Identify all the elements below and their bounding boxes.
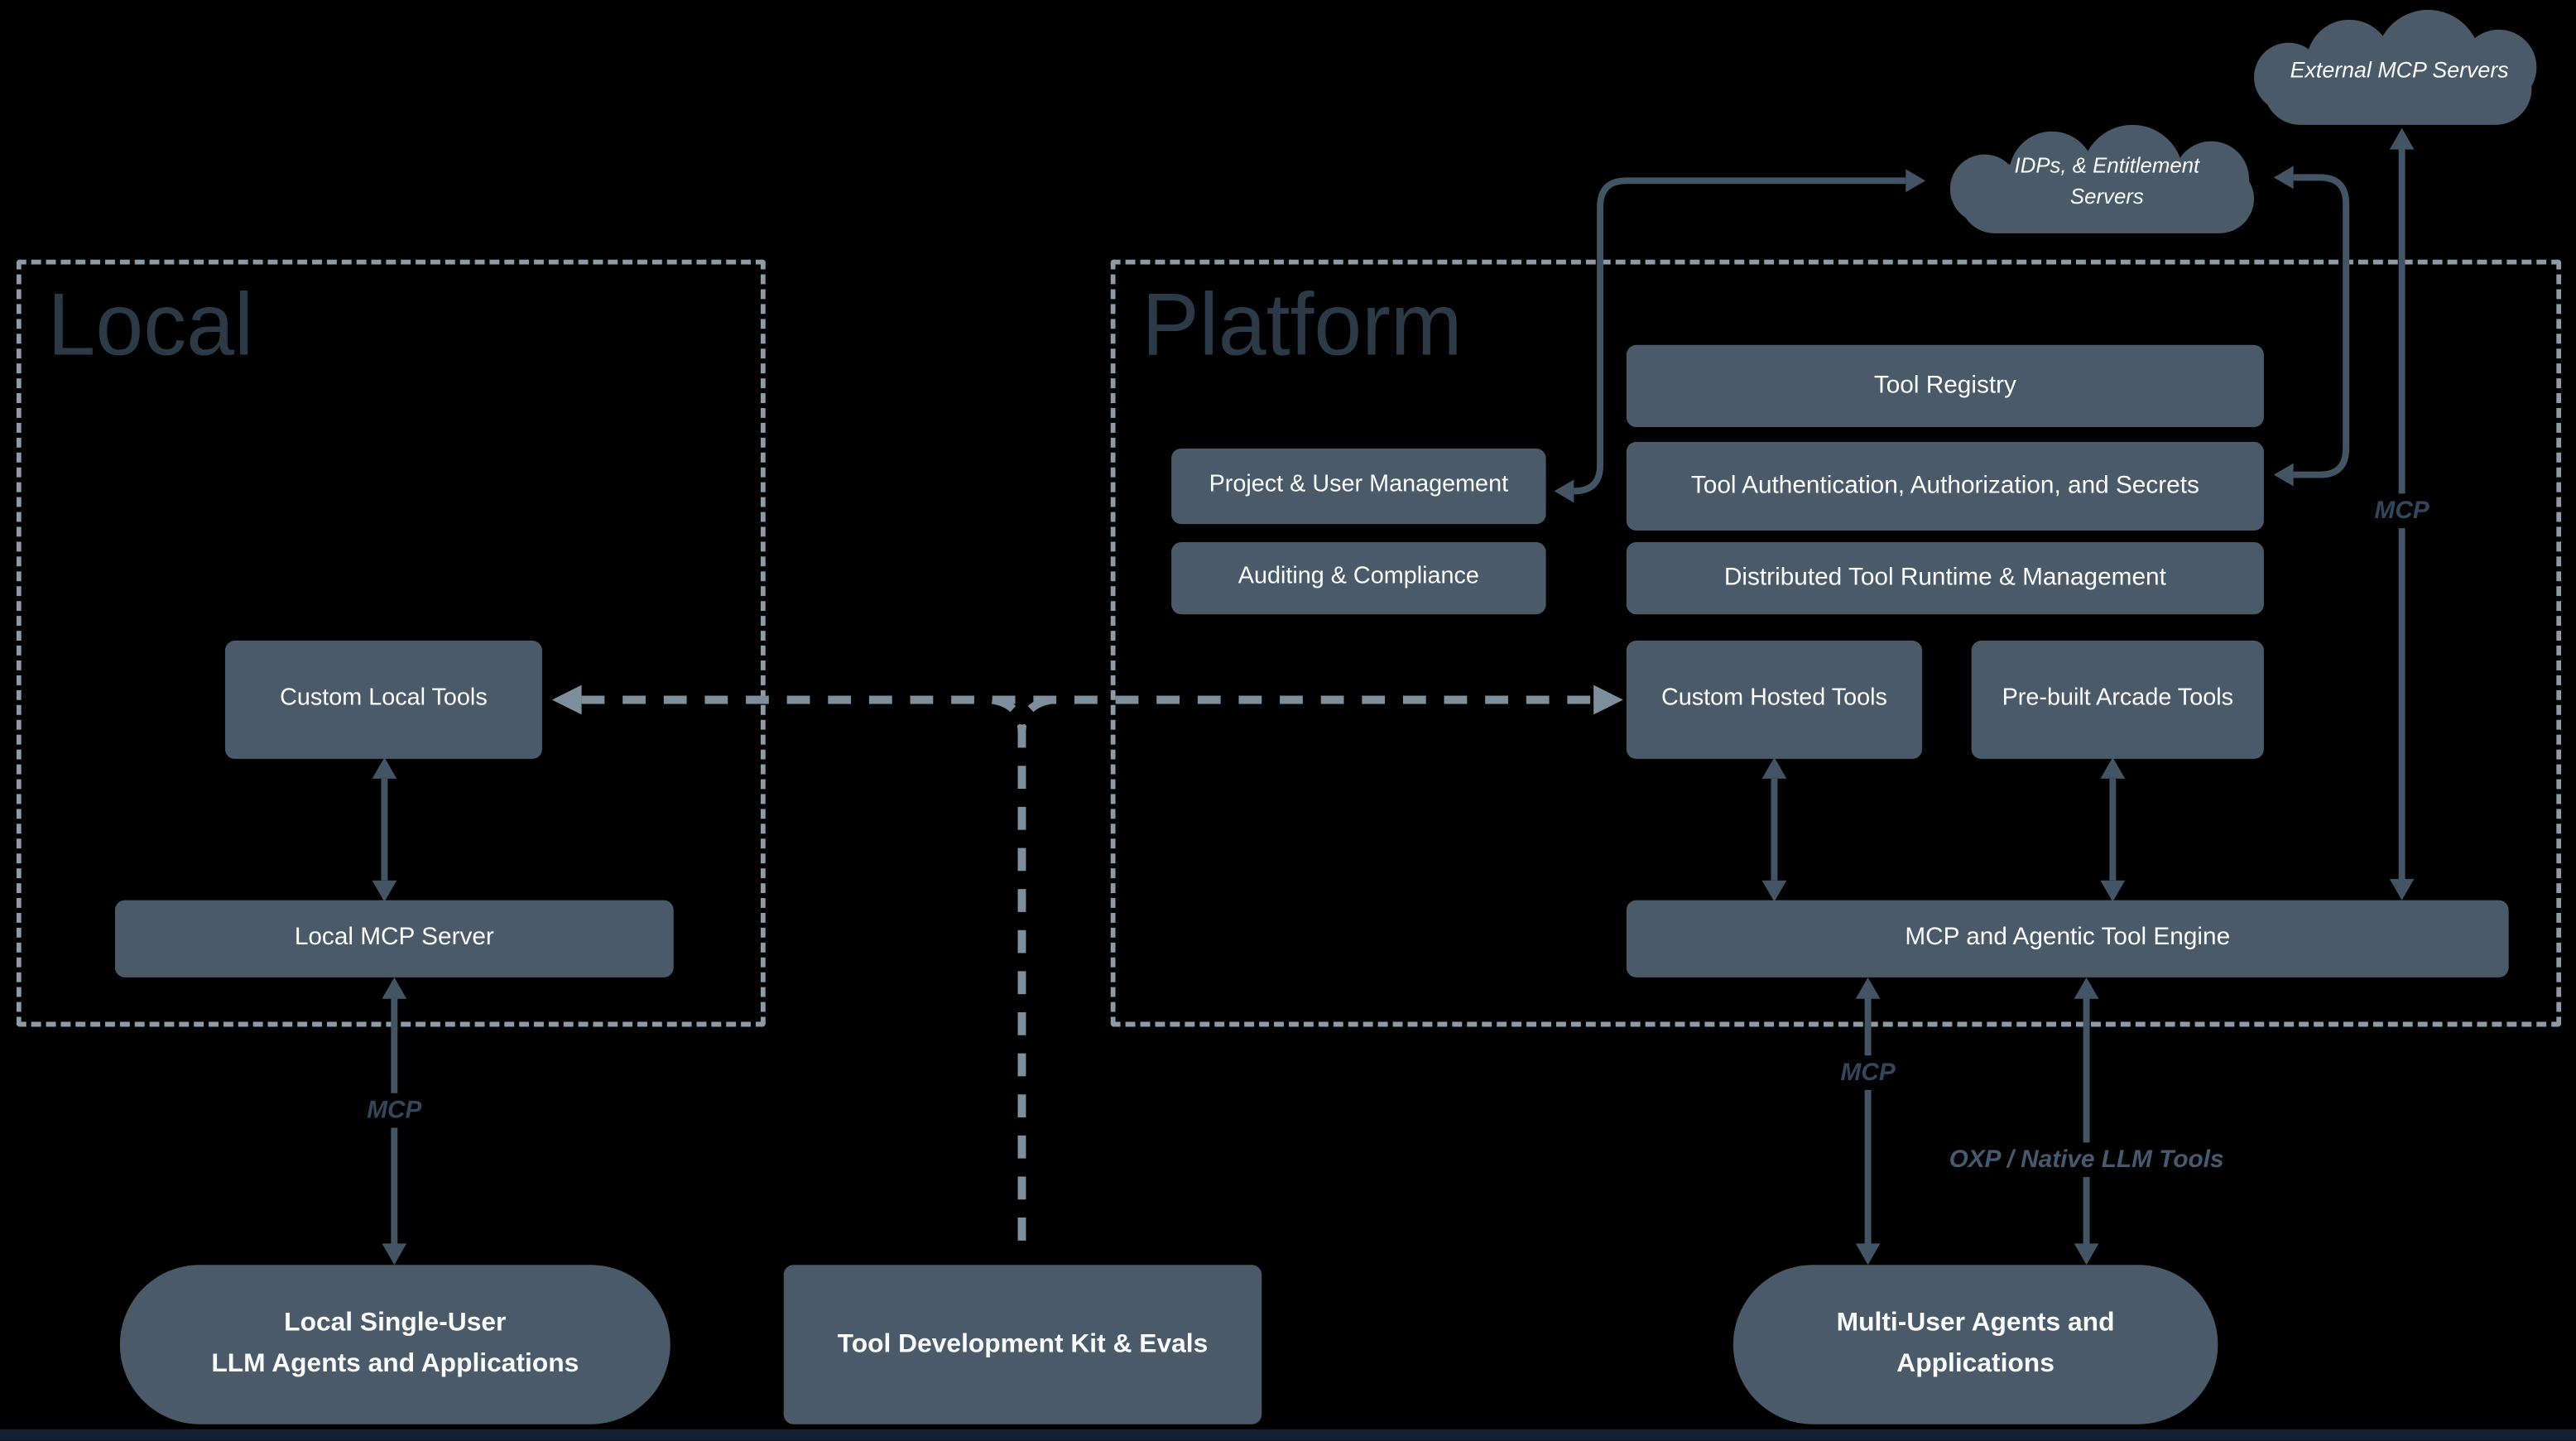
edge-label-mcp-multiuser: MCP — [1829, 1055, 1907, 1090]
box-auditing-compliance-label: Auditing & Compliance — [1238, 564, 1479, 590]
box-custom-hosted-tools: Custom Hosted Tools — [1626, 641, 1923, 759]
region-local-title: Local — [47, 276, 254, 375]
cloud-shape — [2461, 29, 2537, 106]
edge-label-mcp-local: MCP — [355, 1093, 434, 1128]
pill-local-single-user-line2: LLM Agents and Applications — [211, 1349, 579, 1378]
edge-project-idp — [1554, 169, 1926, 503]
box-tool-authentication-label: Tool Authentication, Authorization, and … — [1690, 471, 2199, 500]
box-mcp-agentic-engine-label: MCP and Agentic Tool Engine — [1905, 924, 2231, 952]
cloud-idp-label: IDPs, & Entitlement Servers — [1947, 125, 2267, 238]
box-project-user-management-label: Project & User Management — [1209, 472, 1509, 498]
box-tool-authentication: Tool Authentication, Authorization, and … — [1626, 441, 2264, 531]
cloud-external-label: External MCP Servers — [2290, 57, 2509, 83]
box-distributed-runtime-label: Distributed Tool Runtime & Management — [1723, 563, 2166, 592]
box-project-user-management: Project & User Management — [1171, 448, 1546, 525]
cloud-idp-label-line1: IDPs, & Entitlement — [2014, 151, 2200, 177]
edge-toolauth-idp — [2273, 166, 2350, 487]
box-distributed-runtime: Distributed Tool Runtime & Management — [1626, 541, 2264, 615]
cloud-idp-label-line2: Servers — [2069, 183, 2144, 209]
edge-label-oxp-native-llm-tools: OXP / Native LLM Tools — [1937, 1142, 2236, 1178]
cloud-shape — [2173, 141, 2250, 217]
box-custom-hosted-tools-label: Custom Hosted Tools — [1660, 685, 1887, 712]
box-tool-development-kit: Tool Development Kit & Evals — [783, 1265, 1262, 1424]
edge-label-mcp-external: MCP — [2362, 493, 2441, 529]
box-prebuilt-arcade-tools-label: Pre-built Arcade Tools — [2002, 685, 2233, 712]
box-local-mcp-server-label: Local MCP Server — [294, 924, 494, 952]
bottom-window-strip — [0, 1429, 2576, 1441]
cloud-external-mcp-servers: External MCP Servers — [2247, 9, 2551, 132]
cloud-shape — [2009, 131, 2095, 217]
box-custom-local-tools: Custom Local Tools — [224, 641, 542, 759]
box-tool-registry: Tool Registry — [1626, 344, 2264, 428]
pill-multi-user-line2: Applications — [1896, 1349, 2055, 1378]
pill-local-single-user-agents: Local Single-User LLM Agents and Applica… — [119, 1265, 670, 1424]
pill-local-single-user-line1: Local Single-User — [284, 1309, 507, 1337]
edge-engine-multiuser-mcp — [1855, 977, 1881, 1266]
box-mcp-agentic-engine: MCP and Agentic Tool Engine — [1626, 900, 2509, 977]
box-auditing-compliance: Auditing & Compliance — [1171, 541, 1546, 615]
box-prebuilt-arcade-tools: Pre-built Arcade Tools — [1971, 641, 2264, 759]
cloud-shape — [2081, 124, 2184, 227]
region-platform: Platform — [1110, 259, 2562, 1027]
pill-multi-user-line1: Multi-User Agents and — [1836, 1309, 2115, 1337]
region-platform-title: Platform — [1141, 276, 1463, 375]
edge-engine-multiuser-oxp — [2074, 977, 2099, 1266]
edge-dashed-tools — [551, 684, 1623, 1259]
edge-custom-hosted-engine — [1761, 757, 1787, 902]
cloud-idp-entitlement-servers: IDPs, & Entitlement Servers — [1947, 124, 2267, 238]
edge-prebuilt-engine — [2100, 757, 2126, 902]
cloud-shape — [1949, 154, 2020, 223]
box-local-mcp-server: Local MCP Server — [114, 900, 674, 977]
pill-multi-user-agents: Multi-User Agents and Applications — [1733, 1265, 2218, 1424]
box-tool-development-kit-label: Tool Development Kit & Evals — [837, 1330, 1209, 1358]
box-custom-local-tools-label: Custom Local Tools — [280, 685, 488, 712]
box-tool-registry-label: Tool Registry — [1873, 371, 2016, 400]
edge-custom-local-local-mcp — [372, 757, 397, 902]
